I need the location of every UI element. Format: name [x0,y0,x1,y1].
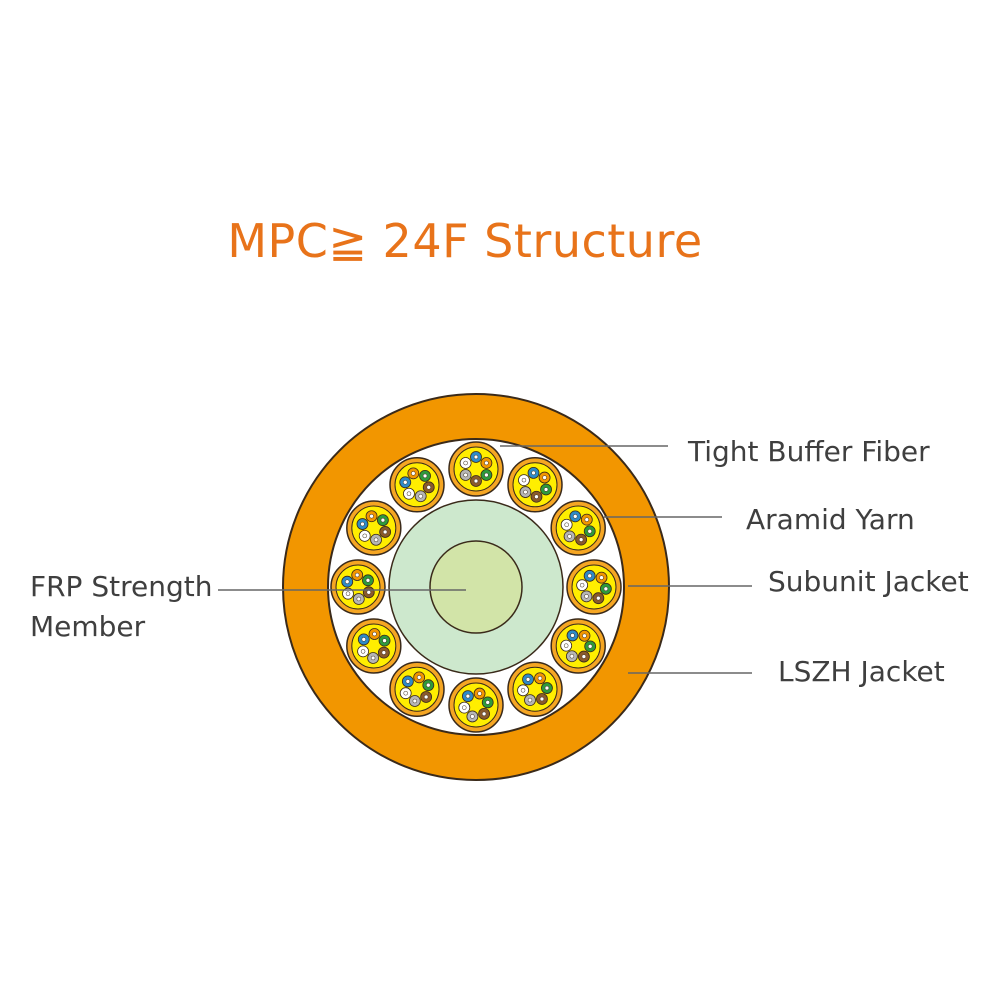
fiber-core [463,472,468,478]
fiber-core [381,650,387,655]
fiber-core [426,682,431,688]
fiber-core [581,654,587,659]
fiber-core [587,529,592,534]
subunit [448,677,504,733]
fiber-core [587,573,592,579]
fiber-core [527,697,533,703]
fiber-core [573,514,578,519]
fiber-core [423,694,429,700]
label-subunit-jacket: Subunit Jacket [768,565,969,598]
fiber-core [520,688,526,693]
label-aramid-yarn: Aramid Yarn [746,503,915,536]
fiber-core [412,698,418,704]
fiber-core [373,537,379,543]
fiber-core [403,480,408,485]
fiber-core [382,529,388,535]
subunit [550,618,606,674]
fiber-core [584,517,590,522]
fiber-core [360,521,365,527]
fiber-core [543,487,549,492]
fiber-core [403,690,408,696]
fiber-core [422,473,428,479]
fiber-core [579,582,585,588]
label-frp-member: Member [30,610,146,643]
subunit [346,500,402,556]
fiber-core [344,579,350,584]
fiber-core [463,460,468,466]
label-frp-strength: FRP Strength [30,570,213,603]
label-lszh-jacket: LSZH Jacket [778,655,945,688]
fiber-core [356,596,362,602]
fiber-core [523,489,528,495]
fiber-core [360,649,366,654]
fiber-core [406,491,412,496]
fiber-core [596,595,601,601]
fiber-core [484,460,489,466]
fiber-core [416,675,422,680]
fiber-core [564,522,569,527]
fiber-core [569,653,575,659]
fiber-core [578,537,584,542]
fiber-core [542,475,547,480]
fiber-core [426,485,431,490]
subunit [389,457,445,513]
fiber-core [544,685,550,691]
fiber-core [473,454,479,460]
subunit [507,457,563,513]
subunits-group [330,441,622,733]
fiber-core [603,586,609,592]
fiber-core [362,533,367,539]
fiber-core [484,472,489,478]
fiber-core [531,470,536,476]
subunit [389,661,445,717]
label-tight-buffer-fiber: Tight Buffer Fiber [688,435,930,468]
fiber-core [485,700,490,705]
diagram-title: MPC≧ 24F Structure [227,214,703,268]
fiber-core [418,493,423,499]
fiber-core [361,637,367,642]
fiber-core [411,471,416,476]
subunit [330,559,386,615]
fiber-core [570,633,575,638]
fiber-core [473,478,479,484]
subunit [346,618,402,674]
fiber-core [380,517,386,523]
fiber-core [462,705,467,710]
fiber-core [534,494,539,499]
fiber-core [369,513,374,519]
fiber-core [370,655,376,661]
fiber-core [465,693,471,699]
fiber-core [405,679,411,684]
fiber-core [477,691,482,696]
fiber-core [525,677,531,682]
fiber-core [599,575,604,580]
fiber-core [365,578,371,583]
fiber-core [582,633,587,639]
fiber-core [537,676,543,681]
fiber-core [354,572,360,578]
fiber-core [382,638,387,643]
subunit [448,441,504,497]
fiber-core [470,714,475,719]
fiber-core [567,534,572,539]
fiber-core [345,591,351,596]
fiber-core [563,643,569,648]
fiber-core [539,696,545,702]
frp-strength-member [429,540,523,634]
subunit [507,661,563,717]
fiber-core [372,631,377,637]
subunit [550,500,606,556]
fiber-core [366,590,372,595]
fiber-core [481,711,487,717]
fiber-core [521,477,527,483]
fiber-core [584,594,589,599]
subunit [566,559,622,615]
fiber-core [587,644,593,649]
